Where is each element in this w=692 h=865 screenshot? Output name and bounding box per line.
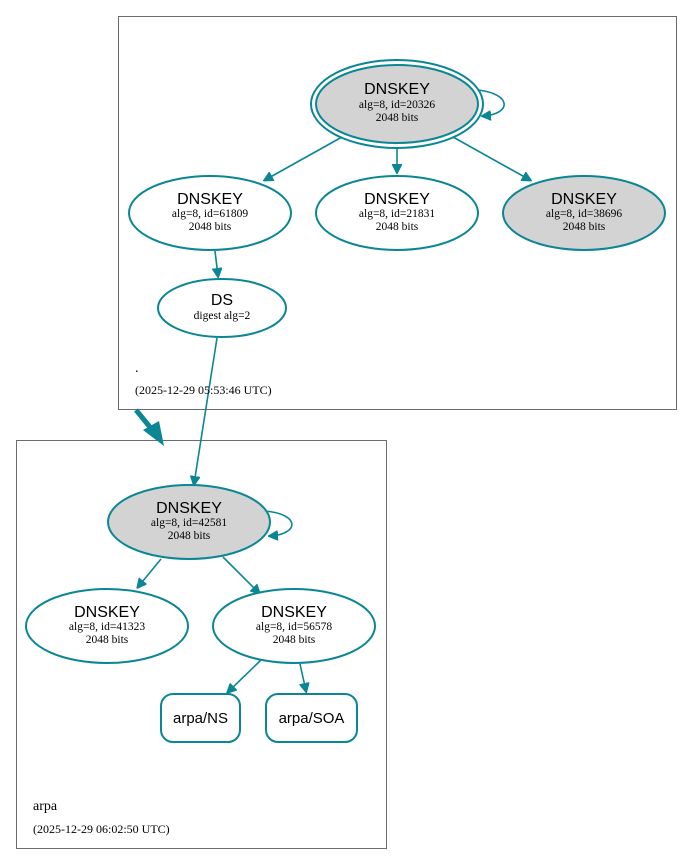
edge-arpa-ksk-to-41323 <box>138 558 162 587</box>
node-21831-bits: 2048 bits <box>376 221 419 233</box>
node-56578-bits: 2048 bits <box>273 634 316 646</box>
edge-root-ksk-self <box>477 89 505 116</box>
node-38696-bits: 2048 bits <box>563 221 606 233</box>
edge-56578-to-ns <box>228 659 262 692</box>
zone-delegation-arrow <box>134 408 164 446</box>
edge-arpa-ksk-to-56578 <box>222 556 259 593</box>
node-61809-bits: 2048 bits <box>189 221 232 233</box>
node-42581-title: DNSKEY <box>156 500 222 517</box>
zone-arpa-name: arpa <box>33 799 58 814</box>
zone-arpa-timestamp: (2025-12-29 06:02:50 UTC) <box>33 822 170 836</box>
node-root-ksk[interactable]: DNSKEY alg=8, id=20326 2048 bits <box>310 59 484 149</box>
node-root-ksk-title: DNSKEY <box>364 81 430 98</box>
node-56578-alg: alg=8, id=56578 <box>256 621 332 633</box>
edge-ksk-to-61809 <box>265 136 343 180</box>
node-41323-title: DNSKEY <box>74 604 140 621</box>
zone-root-name: . <box>135 361 139 376</box>
node-41323-bits: 2048 bits <box>86 634 129 646</box>
node-21831-alg: alg=8, id=21831 <box>359 208 435 220</box>
node-arpa-ns[interactable]: arpa/NS <box>160 693 241 743</box>
node-arpa-soa[interactable]: arpa/SOA <box>265 693 358 743</box>
edges <box>138 89 530 692</box>
edge-ksk-to-38696 <box>452 136 530 180</box>
node-root-ksk-bits: 2048 bits <box>376 112 419 124</box>
node-arpa-dnskey-56578[interactable]: DNSKEY alg=8, id=56578 2048 bits <box>212 588 376 664</box>
edge-61809-to-ds <box>215 250 218 276</box>
node-ds-title: DS <box>211 292 233 309</box>
node-arpa-dnskey-41323[interactable]: DNSKEY alg=8, id=41323 2048 bits <box>25 588 189 664</box>
node-root-ksk-alg: alg=8, id=20326 <box>359 99 435 111</box>
node-42581-alg: alg=8, id=42581 <box>151 517 227 529</box>
node-56578-title: DNSKEY <box>261 604 327 621</box>
node-38696-alg: alg=8, id=38696 <box>546 208 622 220</box>
node-38696-title: DNSKEY <box>551 191 617 208</box>
node-41323-alg: alg=8, id=41323 <box>69 621 145 633</box>
edge-ds-to-arpa-ksk <box>194 337 218 484</box>
node-arpa-ksk[interactable]: DNSKEY alg=8, id=42581 2048 bits <box>107 484 271 560</box>
node-soa-label: arpa/SOA <box>279 710 345 727</box>
node-61809-alg: alg=8, id=61809 <box>172 208 248 220</box>
node-ds-digest: digest alg=2 <box>194 310 251 322</box>
node-ns-label: arpa/NS <box>173 710 228 727</box>
node-arpa-ds[interactable]: DS digest alg=2 <box>157 278 287 338</box>
edge-56578-to-soa <box>299 663 306 691</box>
node-42581-bits: 2048 bits <box>168 530 211 542</box>
node-root-dnskey-38696[interactable]: DNSKEY alg=8, id=38696 2048 bits <box>502 175 666 251</box>
node-21831-title: DNSKEY <box>364 191 430 208</box>
node-root-dnskey-61809[interactable]: DNSKEY alg=8, id=61809 2048 bits <box>128 175 292 251</box>
edge-arpa-ksk-self <box>264 510 293 536</box>
node-61809-title: DNSKEY <box>177 191 243 208</box>
node-root-dnskey-21831[interactable]: DNSKEY alg=8, id=21831 2048 bits <box>315 175 479 251</box>
zone-root-timestamp: (2025-12-29 05:53:46 UTC) <box>135 383 272 397</box>
